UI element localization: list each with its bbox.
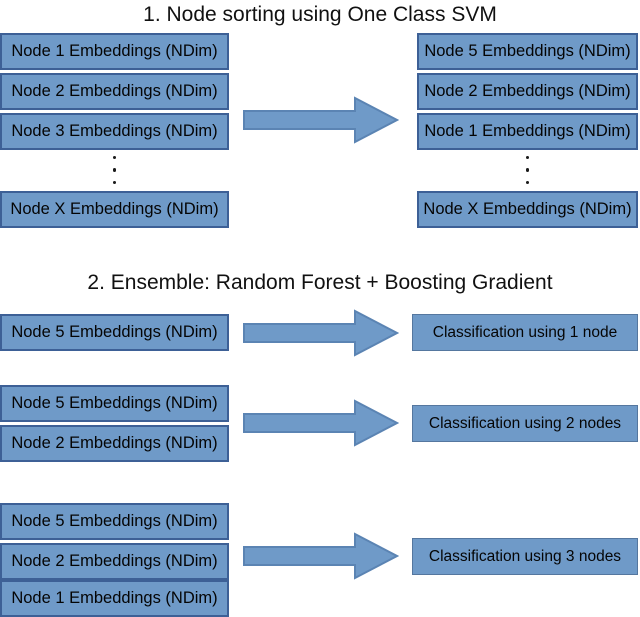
vertical-ellipsis-icon [417,152,638,188]
right-arrow-icon [243,309,399,357]
node-box: Node 1 Embeddings (NDim) [0,33,229,70]
ellipsis-dot [525,155,530,160]
ellipsis-dot [525,180,530,185]
right-arrow-icon [243,532,399,580]
section1-title: 1. Node sorting using One Class SVM [143,3,497,26]
ellipsis-dot [112,180,117,185]
classification-box: Classification using 3 nodes [412,538,638,575]
node-box: Node 1 Embeddings (NDim) [417,113,638,150]
node-box: Node 3 Embeddings (NDim) [0,113,229,150]
ellipsis-dot [525,168,530,172]
node-box: Node 2 Embeddings (NDim) [417,73,638,110]
node-box: Node 5 Embeddings (NDim) [0,503,229,540]
ellipsis-dot [112,168,117,172]
node-box: Node 2 Embeddings (NDim) [0,425,229,462]
node-box: Node X Embeddings (NDim) [0,191,229,228]
node-box: Node 5 Embeddings (NDim) [0,314,229,351]
node-box: Node 2 Embeddings (NDim) [0,543,229,580]
node-box: Node 1 Embeddings (NDim) [0,580,229,617]
node-box: Node 5 Embeddings (NDim) [417,33,638,70]
right-arrow-icon [243,399,399,447]
vertical-ellipsis-icon [0,152,229,188]
section2-title: 2. Ensemble: Random Forest + Boosting Gr… [87,271,553,294]
ellipsis-dot [112,155,117,160]
node-box: Node 5 Embeddings (NDim) [0,385,229,422]
classification-box: Classification using 2 nodes [412,405,638,442]
classification-box: Classification using 1 node [412,314,638,351]
node-box: Node X Embeddings (NDim) [417,191,638,228]
node-box: Node 2 Embeddings (NDim) [0,73,229,110]
right-arrow-icon [243,96,399,144]
